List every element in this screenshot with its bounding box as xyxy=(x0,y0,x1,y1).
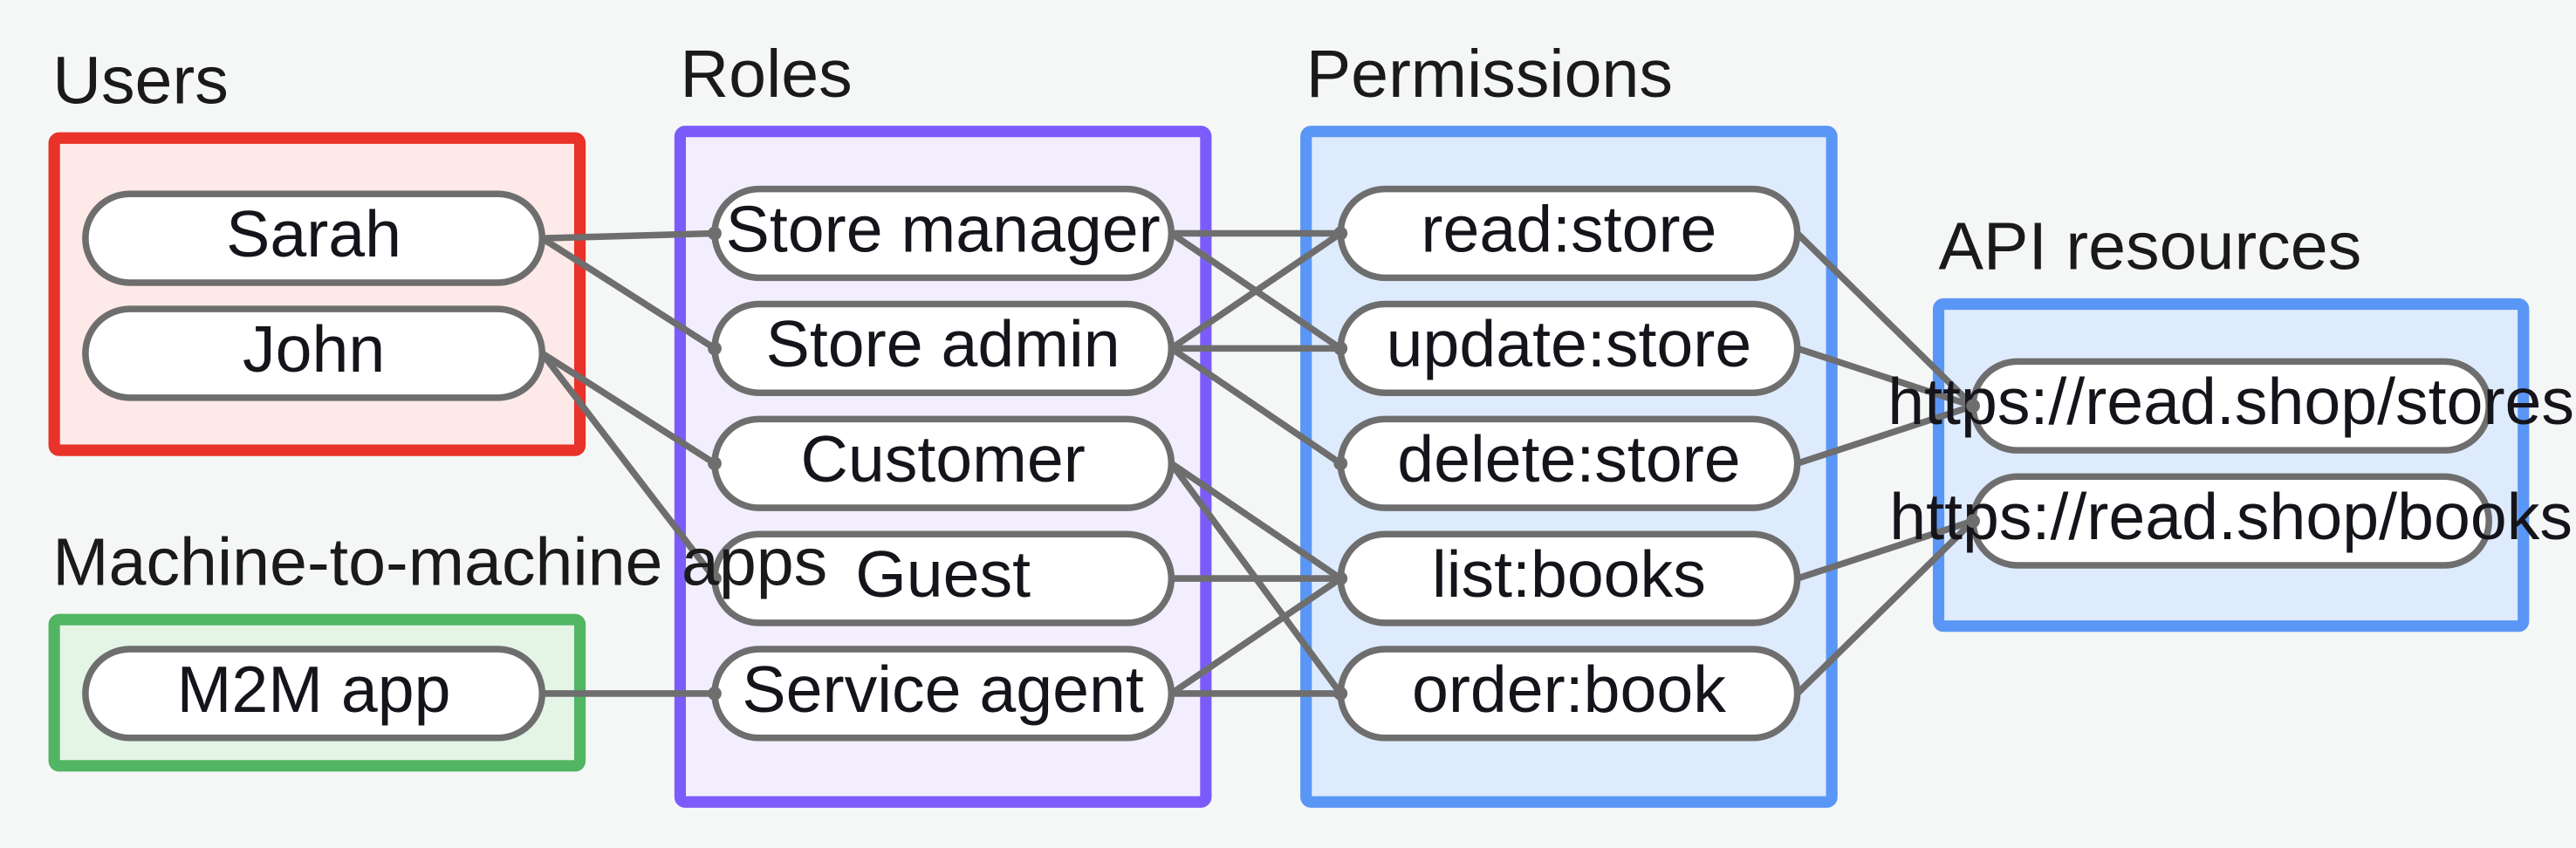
edge-update-store-stores xyxy=(1796,345,1975,409)
node-m2mapp[interactable] xyxy=(82,646,546,742)
group-title-m2m: Machine-to-machine apps xyxy=(52,524,827,599)
edge-endpoint-dot xyxy=(708,456,722,471)
edge-john-guest xyxy=(539,351,717,581)
edge-john-customer xyxy=(540,350,716,467)
group-title-roles: Roles xyxy=(680,37,852,112)
edge-endpoint-dot xyxy=(708,687,722,701)
node-label-list-books: list:books xyxy=(1432,537,1706,611)
node-label-store-manager: Store manager xyxy=(726,192,1161,265)
node-label-read-shop-books: https://read.shop/books xyxy=(1889,480,2573,553)
edges-layer xyxy=(539,229,1976,697)
node-label-service-agent: Service agent xyxy=(742,653,1143,726)
edge-order-book-books xyxy=(1794,518,1976,696)
node-label-m2mapp: M2M app xyxy=(177,653,451,726)
edge-endpoint-dot xyxy=(1333,571,1348,585)
edge-read-store-stores xyxy=(1794,230,1976,408)
edge-store-admin-read-store xyxy=(1169,230,1343,352)
node-label-john: John xyxy=(243,312,385,386)
edge-service-agent-list-books xyxy=(1169,575,1343,697)
edge-endpoint-dot xyxy=(1333,341,1348,356)
group-box-api-resources xyxy=(1932,297,2530,633)
node-label-read-shop-stores: https://read.shop/stores xyxy=(1887,365,2574,438)
edge-endpoint-dot xyxy=(1333,687,1348,701)
node-label-order-book: order:book xyxy=(1412,653,1726,726)
group-title-api-resources: API resources xyxy=(1939,209,2362,284)
node-label-read-store: read:store xyxy=(1421,192,1716,265)
edge-endpoint-dot xyxy=(1966,514,1980,529)
group-title-users: Users xyxy=(52,43,229,118)
edge-endpoint-dot xyxy=(1333,456,1348,471)
node-label-update-store: update:store xyxy=(1387,307,1752,380)
edge-endpoint-dot xyxy=(708,226,722,241)
node-sarah[interactable] xyxy=(82,190,546,286)
edge-endpoint-dot xyxy=(1333,226,1348,241)
group-box-users xyxy=(48,132,586,456)
edge-delete-store-stores xyxy=(1796,402,1975,467)
node-label-sarah: Sarah xyxy=(226,197,401,270)
node-label-guest: Guest xyxy=(855,537,1031,611)
edge-sarah-store-admin xyxy=(540,235,716,352)
edge-list-books-books xyxy=(1796,517,1975,582)
edge-endpoint-dot xyxy=(708,571,722,585)
edge-sarah-store-manager xyxy=(542,229,716,242)
node-label-customer: Customer xyxy=(800,422,1085,496)
node-label-store-admin: Store admin xyxy=(766,307,1120,380)
edge-endpoint-dots-layer xyxy=(708,226,1980,701)
group-title-permissions: Permissions xyxy=(1306,37,1673,112)
node-label-delete-store: delete:store xyxy=(1397,422,1740,496)
node-john[interactable] xyxy=(82,305,546,401)
edge-endpoint-dot xyxy=(1966,399,1980,414)
edge-store-admin-delete-store xyxy=(1169,345,1343,467)
edge-customer-list-books xyxy=(1169,461,1343,582)
edge-endpoint-dot xyxy=(708,341,722,356)
